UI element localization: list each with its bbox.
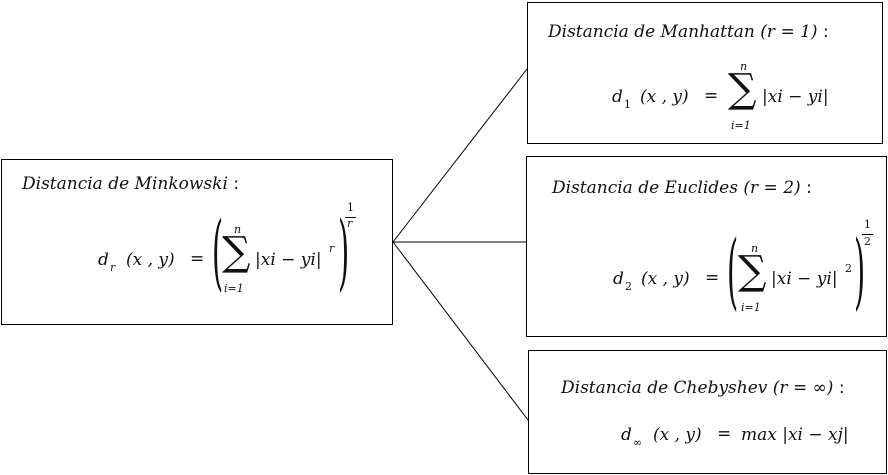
manhattan-equals: = [704,86,719,106]
chebyshev-d-subscript: ∞ [633,436,643,449]
minkowski-title-name: Distancia de Minkowski [22,174,228,194]
chebyshev-args: (x , y) [653,425,702,445]
chebyshev-title: Distancia de Chebyshev (r = ∞) : [561,378,845,398]
euclides-title-name: Distancia de Euclides [552,178,738,198]
manhattan-title-name: Distancia de Manhattan [548,22,755,42]
chebyshev-title-cond: (r = ∞) [772,378,834,398]
minkowski-title: Distancia de Minkowski : [22,174,239,194]
minkowski-sum-top: n [234,223,242,236]
euclides-box: Distancia de Euclides (r = 2) : d 2 (x ,… [526,156,887,337]
minkowski-inner-exponent: r [329,242,335,255]
euclides-body: |xi − yi| [771,269,838,289]
minkowski-title-colon: : [233,174,240,194]
euclides-equals: = [705,268,720,288]
chebyshev-body: max |xi − xj| [741,425,849,445]
manhattan-title: Distancia de Manhattan (r = 1) : [548,22,829,42]
manhattan-d-subscript: 1 [624,98,631,111]
chebyshev-title-name: Distancia de Chebyshev [561,378,768,398]
minkowski-d: d [98,250,109,270]
euclides-title: Distancia de Euclides (r = 2) : [552,178,812,198]
connector-to-chebyshev [392,241,529,421]
minkowski-right-paren: ) [338,205,350,300]
minkowski-outer-exp-num: 1 [347,201,354,214]
manhattan-box: Distancia de Manhattan (r = 1) : d 1 (x … [527,2,883,144]
minkowski-left-paren: ( [212,205,224,300]
minkowski-equals: = [190,249,205,269]
manhattan-body: |xi − yi| [762,87,829,107]
euclides-outer-exp-bar [862,234,873,235]
connector-to-manhattan [392,68,528,243]
minkowski-sum-bottom: i=1 [224,282,244,295]
euclides-right-paren: ) [854,224,866,319]
euclides-d-subscript: 2 [625,280,632,293]
euclides-left-paren: ( [727,224,739,319]
euclides-d: d [613,269,624,289]
manhattan-d: d [612,87,623,107]
minkowski-outer-exp-den: r [347,217,353,230]
manhattan-title-cond: (r = 1) [760,22,818,42]
manhattan-args: (x , y) [640,87,689,107]
euclides-sigma: ∑ [738,248,767,294]
euclides-inner-exponent: 2 [845,262,852,275]
minkowski-body: |xi − yi| [255,250,322,270]
euclides-outer-exp-num: 1 [864,218,871,231]
minkowski-args: (x , y) [126,250,175,270]
minkowski-sigma: ∑ [222,229,251,275]
minkowski-box: Distancia de Minkowski : d r (x , y) = (… [1,159,393,325]
chebyshev-d: d [621,425,632,445]
euclides-title-colon: : [806,178,812,198]
chebyshev-box: Distancia de Chebyshev (r = ∞) : d ∞ (x … [528,350,887,474]
minkowski-outer-exp-bar [345,217,356,218]
minkowski-d-subscript: r [110,261,116,274]
euclides-sum-bottom: i=1 [741,301,761,314]
manhattan-title-colon: : [822,22,829,42]
manhattan-sum-top: n [740,60,748,73]
euclides-sum-top: n [751,242,759,255]
chebyshev-equals: = [717,424,732,444]
euclides-args: (x , y) [641,269,690,289]
chebyshev-title-colon: : [838,378,845,398]
manhattan-sigma: ∑ [728,66,757,112]
manhattan-sum-bottom: i=1 [731,119,751,132]
euclides-outer-exp-den: 2 [864,235,871,248]
euclides-title-cond: (r = 2) [743,178,801,198]
